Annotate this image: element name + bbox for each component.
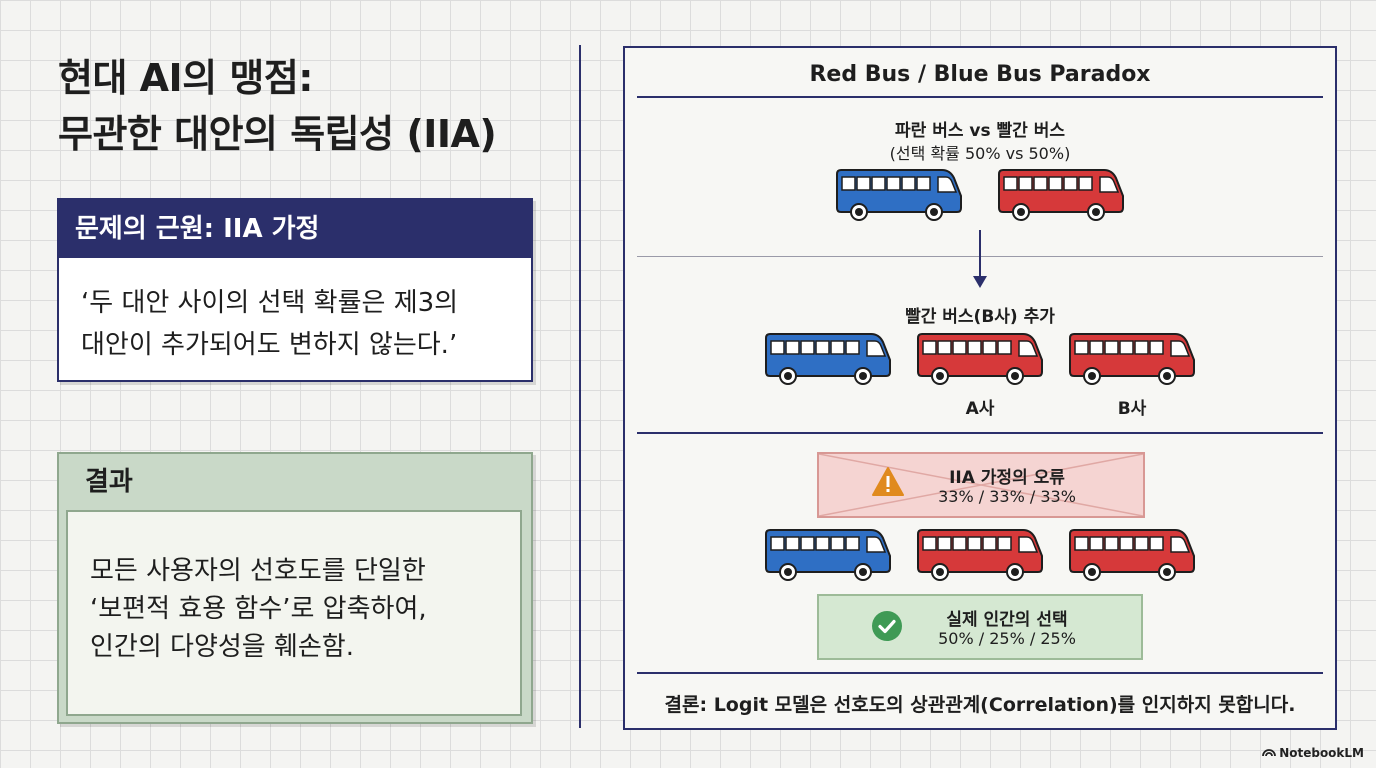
error-values: 33% / 33% / 33% [938,487,1076,506]
result-line-2: ‘보편적 효용 함수’로 압축하여, [90,594,427,624]
problem-line-1: ‘두 대안 사이의 선택 확률은 제3의 [81,288,459,318]
red-bus-b [1067,332,1197,388]
result-line-3: 인간의 다양성을 훼손함. [90,632,354,662]
result-card-body: 모든 사용자의 선호도를 단일한 ‘보편적 효용 함수’로 압축하여, 인간의 … [68,512,520,706]
brand-name: NotebookLM [1279,745,1364,760]
conclusion-rule [637,672,1323,674]
page-title: 현대 AI의 맹점: 무관한 대안의 독립성 (IIA) [58,50,497,162]
panel-title-rule [637,96,1323,98]
check-circle-icon [871,610,903,646]
panel-title: Red Bus / Blue Bus Paradox [809,62,1151,87]
bus-b-label: B사 [1117,399,1147,419]
red-bus [996,168,1126,224]
arrow-down-icon [968,230,992,296]
blue-bus [834,168,964,224]
vertical-divider [579,45,581,728]
red-bus-a [915,332,1045,388]
actual-values: 50% / 25% / 25% [938,629,1076,648]
actual-choice-box: 실제 인간의 선택 50% / 25% / 25% [817,594,1143,660]
iia-error-box: IIA 가정의 오류 33% / 33% / 33% [817,452,1145,518]
warning-icon [871,466,905,502]
title-line-1: 현대 AI의 맹점: [58,56,314,100]
cross-out-lines [819,454,1143,516]
problem-card: 문제의 근원: IIA 가정 ‘두 대안 사이의 선택 확률은 제3의 대안이 … [57,198,533,382]
title-line-2: 무관한 대안의 독립성 (IIA) [58,112,497,156]
notebooklm-logo-icon [1262,746,1277,760]
result-card-header: 결과 [85,467,133,497]
red-bus-b [1067,528,1197,584]
conclusion-text: 결론: Logit 모델은 선호도의 상관관계(Correlation)를 인지… [664,694,1296,716]
problem-line-2: 대안이 추가되어도 변하지 않는다.’ [81,330,458,360]
bus-a-label: A사 [965,399,995,419]
problem-card-header: 문제의 근원: IIA 가정 [59,200,531,258]
section1-label: 파란 버스 vs 빨간 버스 [895,121,1065,141]
result-card-inner: 모든 사용자의 선호도를 단일한 ‘보편적 효용 함수’로 압축하여, 인간의 … [66,510,522,716]
red-bus-a [915,528,1045,584]
result-line-1: 모든 사용자의 선호도를 단일한 [90,556,426,586]
section1-sub: (선택 확률 50% vs 50%) [889,144,1071,163]
problem-card-body: ‘두 대안 사이의 선택 확률은 제3의 대안이 추가되어도 변하지 않는다.’ [59,258,531,390]
blue-bus [763,528,893,584]
paradox-panel: Red Bus / Blue Bus Paradox 파란 버스 vs 빨간 버… [623,46,1337,730]
error-title: IIA 가정의 오류 [949,468,1065,488]
blue-bus [763,332,893,388]
brand-mark: NotebookLM [1262,746,1364,761]
section2-label: 빨간 버스(B사) 추가 [905,307,1055,327]
result-card: 결과 모든 사용자의 선호도를 단일한 ‘보편적 효용 함수’로 압축하여, 인… [57,452,533,724]
section2-rule [637,432,1323,434]
actual-title: 실제 인간의 선택 [946,610,1068,630]
